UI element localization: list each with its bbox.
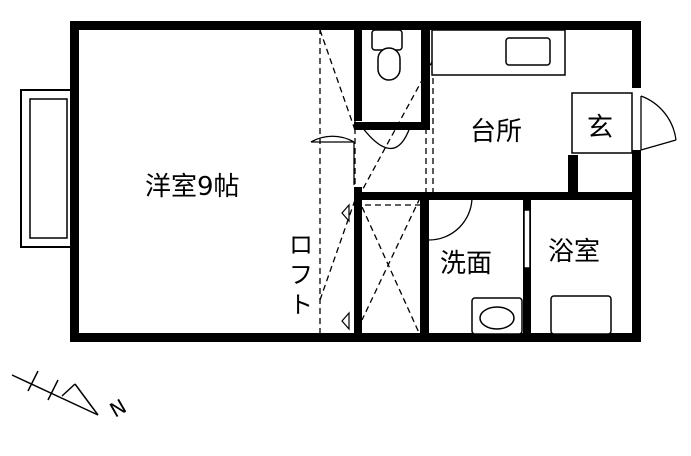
toilet bbox=[371, 29, 403, 81]
bathroom-door bbox=[523, 209, 531, 269]
kitchen-counter bbox=[431, 29, 566, 76]
western-room-door bbox=[310, 135, 355, 185]
balcony bbox=[20, 89, 77, 248]
loft-label-char-1: ロ bbox=[289, 231, 313, 259]
western-room-label: 洋室9帖 bbox=[145, 172, 240, 202]
entrance-door bbox=[640, 95, 677, 151]
toilet-door bbox=[361, 126, 418, 150]
bathroom-label: 浴室 bbox=[548, 237, 600, 267]
compass-north-letter: N bbox=[106, 394, 131, 422]
entrance bbox=[571, 92, 633, 154]
loft-label-char-2: フ bbox=[289, 261, 313, 289]
washroom-door bbox=[428, 196, 473, 241]
entrance-label: 玄 bbox=[587, 113, 613, 143]
loft-ladder bbox=[341, 203, 350, 331]
bathtub bbox=[550, 295, 612, 335]
wash-basin bbox=[471, 297, 523, 335]
compass bbox=[11, 370, 99, 416]
washroom-label: 洗面 bbox=[440, 249, 492, 279]
kitchen-label: 台所 bbox=[470, 117, 522, 147]
loft-area bbox=[319, 28, 434, 340]
loft-label-char-3: ト bbox=[289, 291, 313, 319]
